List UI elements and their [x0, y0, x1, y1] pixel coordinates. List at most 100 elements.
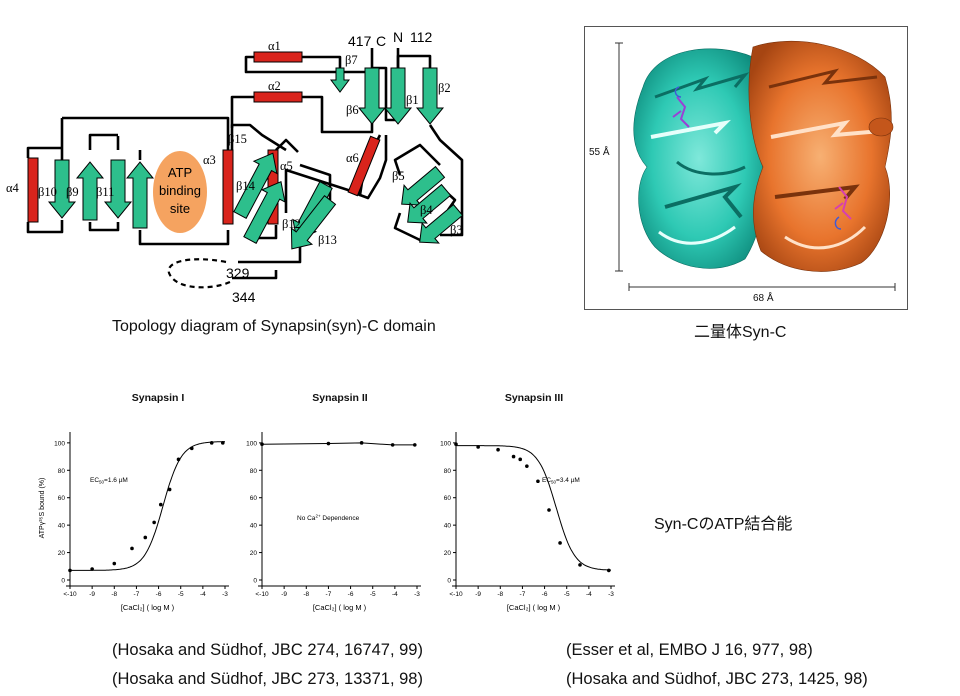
data-point — [359, 441, 364, 445]
label-a4: α4 — [6, 181, 20, 195]
height-label: 55 Å — [589, 147, 610, 158]
x-tick-label: -3 — [414, 591, 420, 598]
x-tick-label: -4 — [200, 591, 206, 598]
atp-site-line-2: binding — [159, 183, 201, 198]
label-b14: β14 — [236, 179, 256, 193]
x-tick-label: -7 — [134, 591, 140, 598]
data-point — [130, 546, 134, 551]
helix-a6 — [347, 135, 381, 197]
label-b6: β6 — [346, 103, 359, 117]
y-tick-label: 0 — [61, 578, 65, 585]
data-point — [511, 454, 516, 459]
strand-b2 — [415, 67, 445, 125]
plot-3-title: Synapsin III — [504, 392, 564, 404]
x-tick-label: -9 — [475, 591, 481, 598]
binding-plots: 100 80 60 40 20 0 <-10 -9 -8 -7 -6 -5 -4 -3 [CaCl₂] ( … — [39, 432, 615, 612]
data-point — [578, 563, 582, 567]
strand-b13 — [290, 194, 337, 250]
label-b15: β15 — [228, 132, 247, 146]
data-point — [326, 441, 331, 446]
strand-b5 — [401, 165, 446, 206]
x-tick-label: -5 — [370, 591, 376, 598]
strand-b14 — [243, 181, 286, 244]
data-point — [454, 442, 458, 447]
x-tick-label: -9 — [89, 591, 95, 598]
x-tick-label: -7 — [520, 591, 526, 598]
dimer-structure-image — [615, 40, 896, 291]
helix-a4 — [27, 157, 39, 223]
ligand-a — [672, 96, 690, 128]
plot-2-title: Synapsin II — [312, 392, 368, 404]
n-terminus-number: 112 — [410, 29, 433, 45]
data-point — [143, 535, 148, 540]
x-tick-label: -8 — [111, 591, 117, 598]
y-axis-label: ATPγ³⁵S bound (%) — [39, 478, 46, 539]
helix-a2 — [253, 91, 303, 103]
label-b1: β1 — [406, 93, 419, 107]
loop-start-number: 329 — [226, 265, 250, 281]
data-point — [176, 457, 181, 462]
y-tick-label: 80 — [444, 468, 452, 475]
strands — [47, 67, 464, 250]
x-tick-label: -6 — [348, 591, 354, 598]
x-tick-label: -3 — [608, 591, 614, 598]
data-point — [518, 457, 523, 462]
fit-curve — [456, 445, 612, 571]
y-tick-label: 20 — [58, 550, 66, 557]
fit-curve — [70, 441, 226, 571]
x-tick-label: -8 — [303, 591, 309, 598]
x-tick-label: -6 — [156, 591, 162, 598]
x-axis-label: [CaCl₂] ( log M ) — [313, 603, 367, 612]
data-point — [220, 441, 225, 445]
y-tick-label: 40 — [58, 523, 66, 530]
y-tick-label: 60 — [250, 495, 258, 502]
data-point — [209, 441, 214, 445]
n-terminus-label: N — [393, 29, 403, 45]
y-tick-label: 100 — [246, 440, 257, 447]
y-tick-label: 80 — [250, 468, 258, 475]
x-tick-label: -5 — [178, 591, 184, 598]
label-b11: β11 — [96, 185, 114, 199]
data-point — [547, 508, 551, 512]
x-axis-label: [CaCl₂] ( log M ) — [121, 603, 175, 612]
strand-b7 — [330, 67, 350, 93]
label-b2: β2 — [438, 81, 451, 95]
data-point — [158, 502, 163, 507]
x-tick-label: <-10 — [63, 591, 77, 598]
topology-diagram: ATP binding site 417 C N 112 α1 α2 α3 α4… — [6, 29, 464, 305]
data-point — [536, 479, 540, 484]
data-point — [390, 443, 395, 447]
x-axis-label: [CaCl₂] ( log M ) — [507, 603, 561, 612]
data-point — [189, 446, 194, 451]
y-tick-label: 40 — [444, 523, 452, 530]
label-b5: β5 — [392, 169, 405, 183]
data-point — [152, 520, 156, 525]
structure-caption: 二量体Syn-C — [694, 324, 787, 341]
label-b10: β10 — [38, 185, 57, 199]
y-tick-label: 80 — [58, 468, 66, 475]
label-a5: α5 — [280, 159, 293, 173]
y-tick-label: 0 — [253, 578, 257, 585]
helix-a3 — [222, 149, 234, 225]
label-a3: α3 — [203, 153, 216, 167]
data-point — [606, 568, 611, 573]
x-tick-label: -7 — [326, 591, 332, 598]
data-point — [260, 442, 264, 447]
strand-b3 — [419, 203, 464, 244]
label-b9: β9 — [66, 185, 79, 199]
label-b13: β13 — [318, 233, 337, 247]
plot-annotation: EC50=1.6 µM — [90, 477, 128, 485]
y-tick-label: 60 — [58, 495, 66, 502]
strand-b-site — [125, 161, 155, 229]
reference-left-1: (Hosaka and Südhof, JBC 274, 16747, 99) — [112, 641, 423, 659]
strand-b4 — [407, 183, 452, 224]
reference-right-1: (Esser et al, EMBO J 16, 977, 98) — [566, 641, 813, 659]
y-tick-label: 0 — [447, 578, 451, 585]
helix-a1 — [253, 51, 303, 63]
atp-binding-site — [153, 151, 207, 233]
data-point — [90, 567, 94, 571]
y-tick-label: 100 — [54, 440, 65, 447]
plot-annotation: EC50=3.4 µM — [542, 477, 580, 485]
